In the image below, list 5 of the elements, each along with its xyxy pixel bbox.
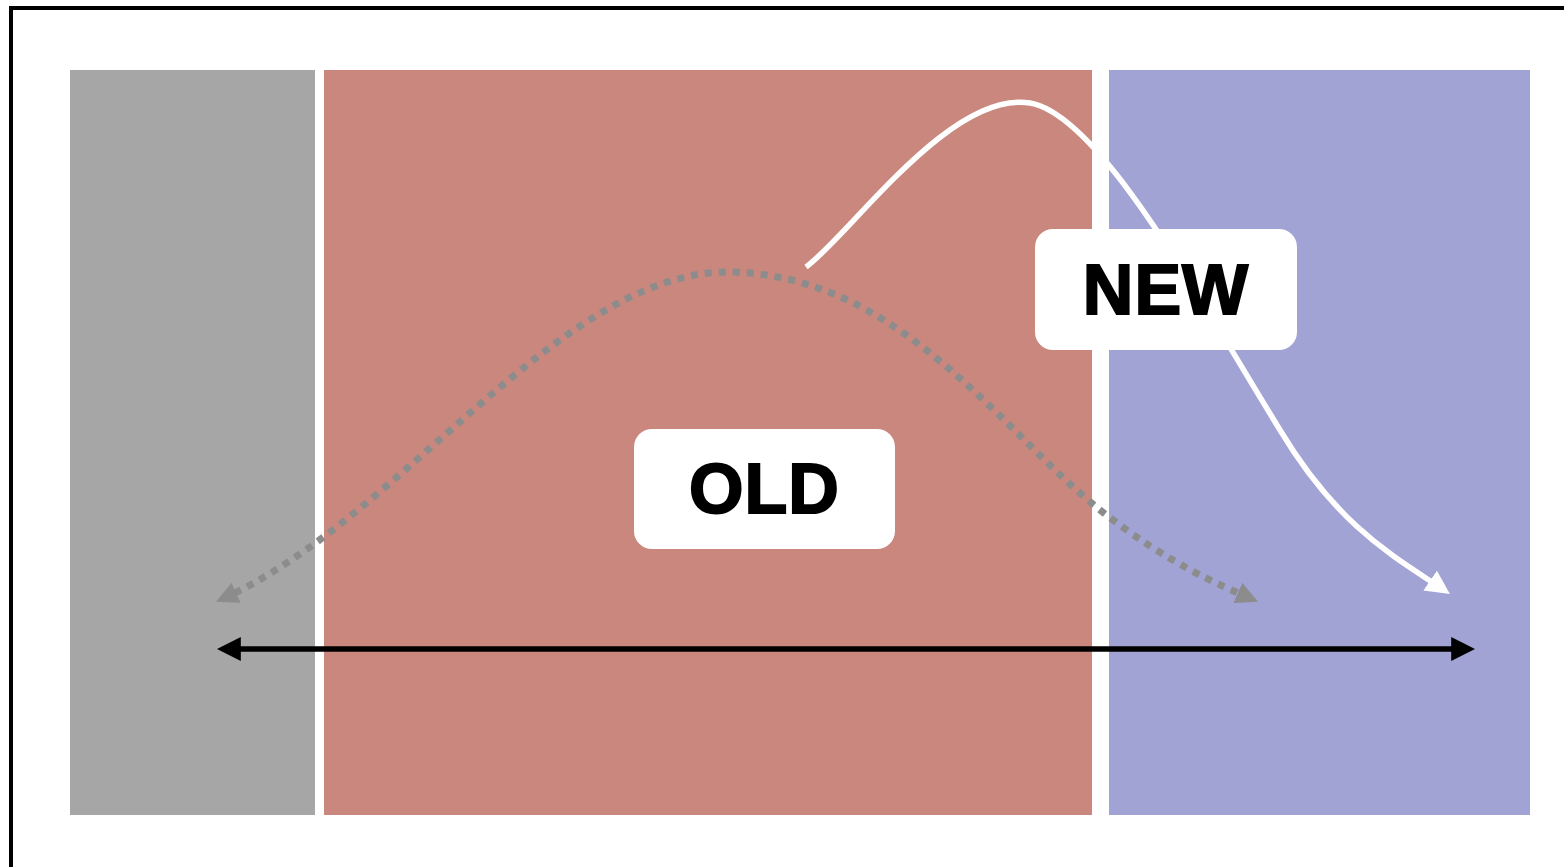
arrow — [216, 637, 1476, 661]
arrow — [216, 268, 1259, 603]
left-band — [70, 70, 315, 815]
label-card: OLD — [634, 429, 895, 549]
label-card: NEW — [1035, 229, 1297, 350]
